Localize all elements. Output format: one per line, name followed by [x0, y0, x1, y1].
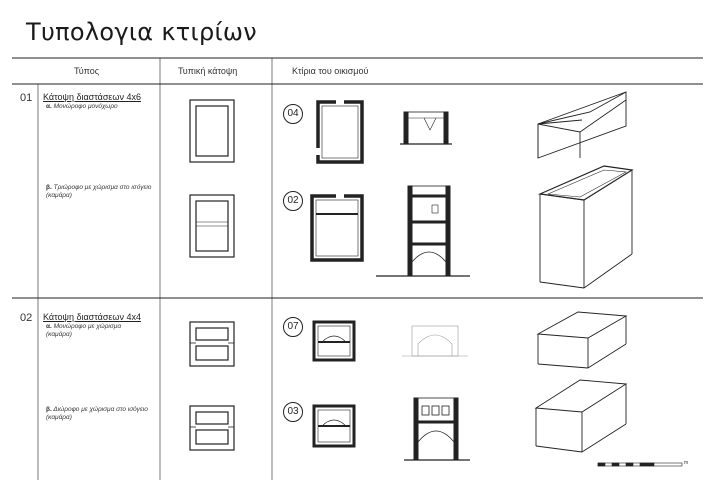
volume-07 [536, 311, 628, 369]
axonometric-volumes [534, 91, 634, 453]
building-code-07: 07 [283, 317, 303, 337]
row-title-01: Κάτοψη διαστάσεων 4x6 [43, 92, 141, 102]
variant-01-a-letter: α. [46, 103, 52, 110]
building-plans [310, 99, 470, 461]
page-title: Τυπολογια κτιρίων [26, 18, 258, 46]
plan-04 [315, 99, 364, 164]
section-04 [400, 111, 452, 145]
variant-01-a-text: Μονώροφο μονόχωρο [53, 103, 118, 110]
variant-01-b-letter: β. [46, 184, 52, 191]
variant-01-b-text: Τριώροφο με χώρισμα στο ισόγειο (καμάρα) [46, 184, 152, 199]
typical-plan-4x6-partition [189, 194, 235, 258]
building-code-03: 03 [283, 402, 303, 422]
scale-bar-label: m [684, 460, 689, 466]
row-number-02: 02 [20, 312, 33, 324]
building-code-04: 04 [283, 104, 303, 124]
section-02 [376, 185, 470, 277]
variant-02-b-letter: β. [46, 406, 52, 413]
volume-03 [534, 379, 628, 453]
variant-02-a: α. Μονώροφο με χώρισμα (καμάρα) [46, 323, 146, 339]
variant-01-b: β. Τριώροφο με χώρισμα στο ισόγειο (καμά… [46, 184, 156, 200]
building-code-02: 02 [283, 191, 303, 211]
plan-03 [312, 404, 356, 448]
volume-04 [537, 91, 627, 159]
typical-plan-4x4-partition-b [189, 405, 235, 451]
section-07 [402, 325, 468, 357]
variant-02-b: β. Διώροφο με χώρισμα στο ισόγειο (καμάρ… [46, 406, 156, 422]
typical-plan-4x6-single [189, 99, 235, 163]
typical-plans [189, 99, 235, 451]
variant-02-a-text: Μονώροφο με χώρισμα (καμάρα) [46, 323, 122, 338]
plan-02 [310, 193, 364, 262]
header-type: Τύπος [74, 66, 100, 76]
scale-bar [597, 462, 683, 467]
volume-02 [537, 165, 634, 289]
plan-07 [312, 320, 356, 362]
variant-02-a-letter: α. [46, 323, 52, 330]
variant-01-a: α. Μονώροφο μονόχωρο [46, 103, 166, 111]
section-03 [404, 397, 470, 461]
typical-plan-4x4-partition-a [189, 321, 235, 367]
row-number-01: 01 [20, 92, 33, 104]
header-settlement-buildings: Κτίρια του οικισμού [292, 66, 369, 76]
header-typical-plan: Τυπική κάτοψη [178, 66, 238, 76]
variant-02-b-text: Διώροφο με χώρισμα στο ισόγειο (καμάρα) [46, 406, 148, 421]
row-title-02: Κάτοψη διαστάσεων 4x4 [43, 312, 141, 322]
